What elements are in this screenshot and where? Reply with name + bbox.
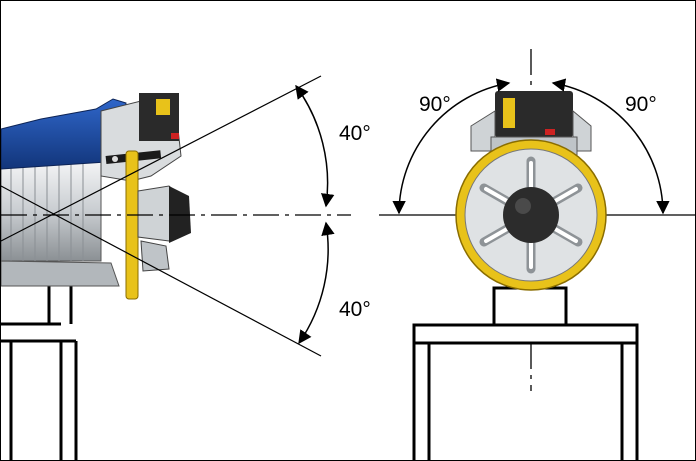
front-view-stand [412, 286, 639, 460]
rotate-right-arc [551, 78, 670, 215]
side-view-fins [10, 161, 84, 261]
side-view-blue-cover [1, 98, 127, 170]
front-view-hub-highlight [515, 198, 531, 214]
front-view-control-label [503, 98, 515, 128]
side-view-lever-knob [112, 156, 118, 162]
side-view-unit [1, 93, 191, 460]
tilt-up-angle-label: 40° [339, 122, 371, 145]
tilt-down-angle-label: 40° [339, 298, 371, 321]
tilt-down-arc [298, 221, 335, 345]
rotate-right-angle-label: 90° [625, 93, 657, 116]
front-view-hub [503, 187, 559, 243]
front-view-wheel [455, 139, 607, 291]
side-view-lower-body [1, 260, 120, 287]
side-view-stand [1, 281, 78, 460]
rotate-left-arc [392, 78, 511, 215]
tilt-up-arc [295, 84, 335, 208]
side-view-lower-flange [140, 240, 170, 272]
front-view-indicator [545, 129, 555, 135]
rotate-left-angle-label: 90° [419, 93, 451, 116]
side-view-cylinder [1, 160, 102, 262]
tilt-lines [1, 75, 322, 357]
side-view-control-label [156, 99, 170, 115]
side-view-indicator [171, 133, 179, 139]
